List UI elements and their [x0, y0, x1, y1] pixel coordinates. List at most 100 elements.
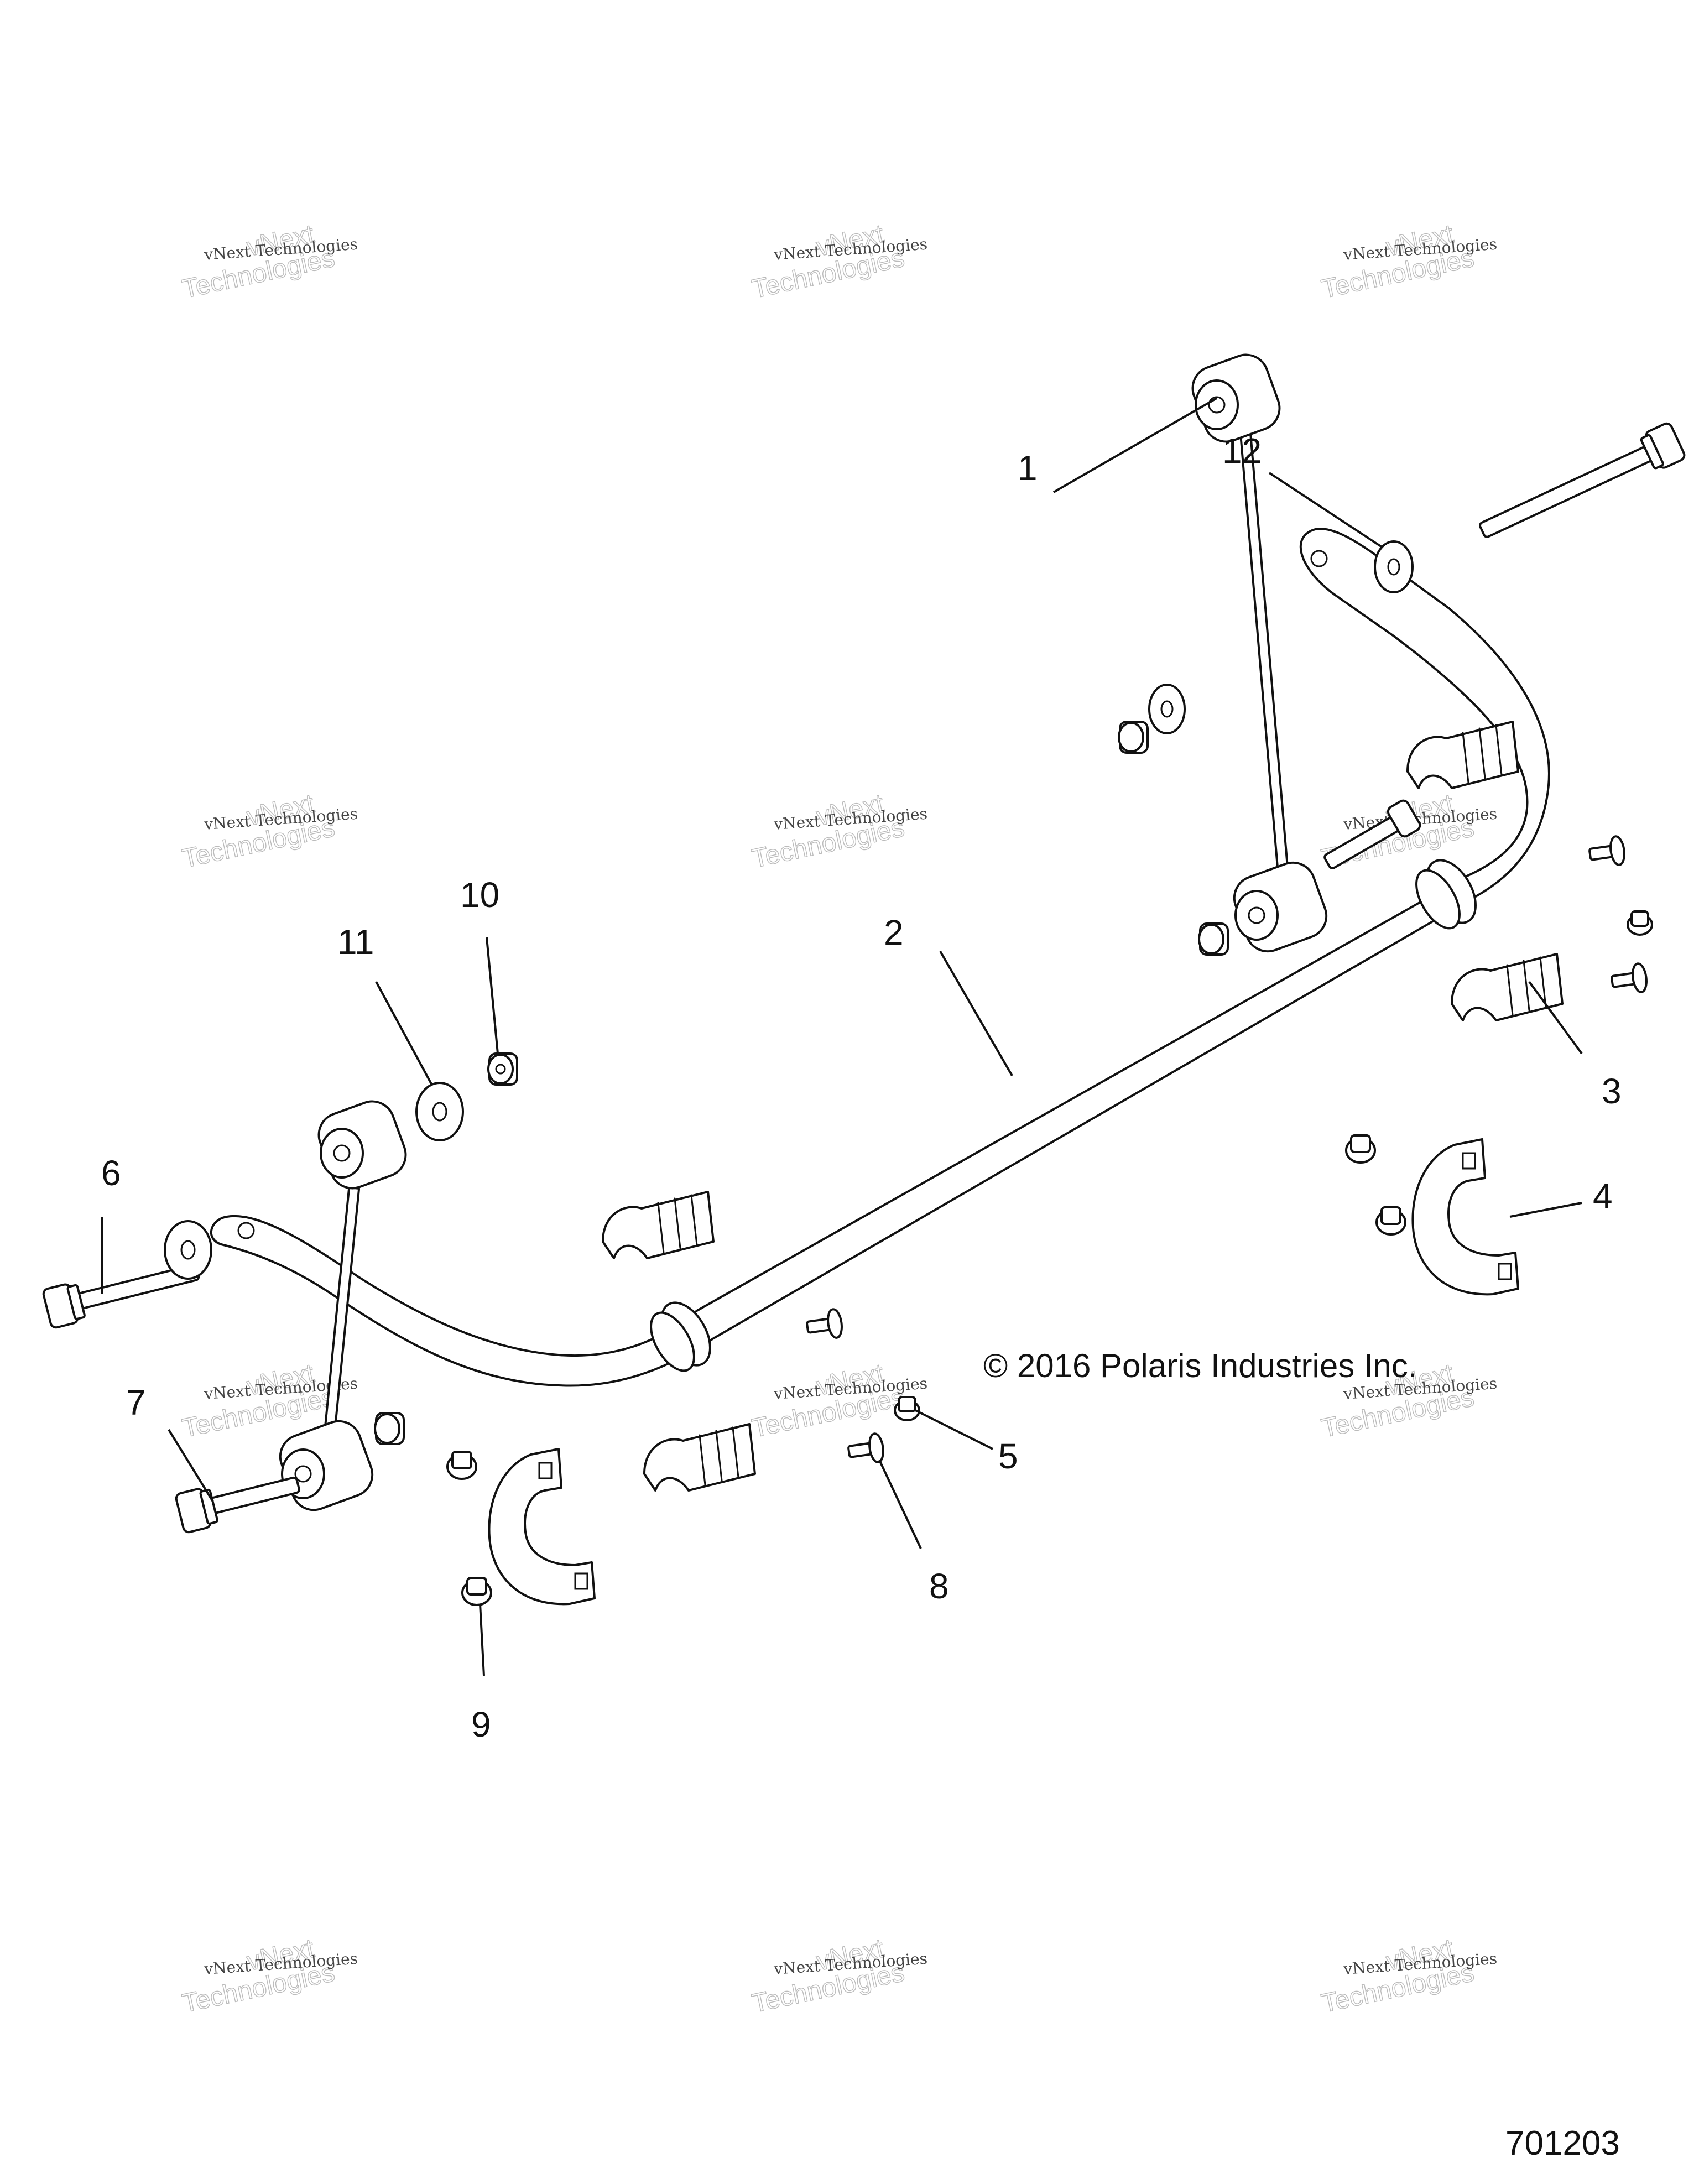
watermark: Technologies vNext vNext Technologies — [179, 219, 358, 305]
leader-9 — [479, 1603, 485, 1676]
callout-9: 9 — [471, 1705, 491, 1744]
flange-nut-body — [451, 1451, 472, 1469]
drawing-number: 701203 — [1505, 2124, 1620, 2162]
bushing-upper-left — [602, 1191, 715, 1259]
leader-3 — [1528, 981, 1583, 1055]
bar-eye-hole-right — [1310, 550, 1328, 567]
bushing-ribs — [657, 1194, 698, 1254]
nut-face — [374, 1413, 400, 1444]
stabilizer-bar — [210, 528, 1550, 1387]
callout-4: 4 — [1593, 1176, 1613, 1216]
link-rod-left — [325, 1189, 358, 1438]
nut-hole — [495, 1064, 506, 1075]
clamp-slot — [1498, 1263, 1512, 1280]
watermark: Technologies vNext vNext Technologies — [179, 1933, 358, 2019]
bolt-6 — [42, 1264, 200, 1329]
flange-nut-body — [1350, 1134, 1371, 1153]
callout-1: 1 — [1018, 448, 1038, 488]
push-pin-upper-left — [806, 1308, 843, 1339]
leader-8 — [878, 1460, 922, 1549]
bolt-12 — [1479, 422, 1686, 538]
pin-head — [868, 1432, 884, 1463]
bushing-body — [643, 1423, 756, 1492]
nut-face — [1198, 924, 1224, 955]
nut-face — [1118, 722, 1144, 753]
flange-nut-9 — [461, 1577, 492, 1606]
leader-4 — [1509, 1202, 1582, 1218]
bushing-ribs — [699, 1426, 739, 1486]
watermark: Technologies vNext vNext Technologies — [749, 789, 928, 874]
clamp-slot — [538, 1462, 553, 1479]
flange-nut-5 — [894, 1396, 920, 1421]
clamp-slot — [574, 1572, 588, 1590]
bushing-ribs — [1506, 956, 1547, 1016]
bushing-upper-right — [1406, 721, 1519, 789]
watermark: Technologies vNext vNext Technologies — [749, 1933, 928, 2019]
watermark: Technologies vNext vNext Technologies — [749, 219, 928, 305]
bushing-ribs — [1462, 724, 1503, 784]
bolt-flange — [66, 1284, 86, 1320]
washer-hole — [1160, 700, 1174, 718]
leader-2 — [939, 950, 1013, 1077]
callout-7: 7 — [126, 1383, 146, 1422]
bushing-3 — [1451, 953, 1564, 1021]
leader-10 — [486, 937, 499, 1054]
bolt-7 — [175, 1476, 300, 1534]
nut-link-left-lower — [374, 1412, 405, 1445]
flange-nut-left-upper — [446, 1451, 477, 1480]
bar-collar-left-inner — [650, 1311, 695, 1372]
bolt-link-right-lower — [1323, 799, 1421, 869]
link-eye-hole — [294, 1465, 312, 1483]
bushing-body — [602, 1191, 715, 1259]
clamp-body — [488, 1448, 596, 1606]
stabilizer-bar-tube — [210, 528, 1550, 1387]
flange-nut-body — [898, 1396, 916, 1412]
callout-5: 5 — [998, 1436, 1018, 1476]
callout-11: 11 — [337, 922, 374, 962]
bar-eye-hole-left — [237, 1222, 255, 1239]
nut-link-right-lower — [1198, 922, 1229, 956]
link-rod-right — [1241, 420, 1287, 874]
clamp-slot — [1462, 1152, 1476, 1170]
bushing-body — [1451, 953, 1564, 1021]
flange-nut-right-far — [1627, 910, 1653, 936]
flange-nut-body — [1630, 910, 1649, 927]
flange-nut-body — [466, 1577, 487, 1596]
leader-11 — [375, 981, 432, 1085]
watermark: Technologies vNext vNext Technologies — [179, 789, 358, 874]
bar-collar-right-inner — [1415, 869, 1461, 930]
nut-link-right-upper — [1118, 721, 1149, 754]
callout-6: 6 — [101, 1153, 121, 1193]
callout-12: 12 — [1222, 431, 1262, 471]
callout-3: 3 — [1602, 1071, 1622, 1111]
push-pin-right-lower — [1611, 962, 1648, 993]
flange-nut-right-lower — [1375, 1206, 1406, 1236]
push-pin-right-upper — [1588, 835, 1625, 866]
pin-head — [1609, 835, 1625, 866]
callout-10: 10 — [460, 875, 499, 915]
bolt-flange — [199, 1488, 218, 1525]
callout-2: 2 — [884, 913, 904, 952]
stabilizer-link-right — [1191, 353, 1328, 953]
push-pin-8 — [847, 1432, 884, 1463]
copyright-text: © 2016 Polaris Industries Inc. — [983, 1347, 1417, 1384]
watermark: Technologies vNext vNext Technologies — [1318, 219, 1498, 305]
link-eye-hole — [1248, 906, 1265, 924]
callout-8: 8 — [929, 1566, 949, 1606]
stabilizer-link-left — [279, 1100, 407, 1511]
leader-12 — [1268, 472, 1384, 549]
bushing-body — [1406, 721, 1519, 789]
link-eye-hole — [333, 1144, 351, 1162]
callouts: 1 2 3 4 5 6 7 8 9 10 11 12 — [101, 431, 1622, 1744]
nut-10 — [487, 1052, 518, 1086]
leader-1 — [1053, 397, 1217, 493]
bushing-lower-left — [643, 1423, 756, 1492]
washer-hole — [1387, 558, 1400, 576]
leader-5 — [915, 1409, 993, 1450]
clamp-4 — [1411, 1138, 1519, 1296]
pin-head — [1632, 962, 1648, 993]
clamp-left — [488, 1448, 596, 1606]
washer-hole — [432, 1102, 447, 1122]
pin-head — [827, 1308, 843, 1339]
